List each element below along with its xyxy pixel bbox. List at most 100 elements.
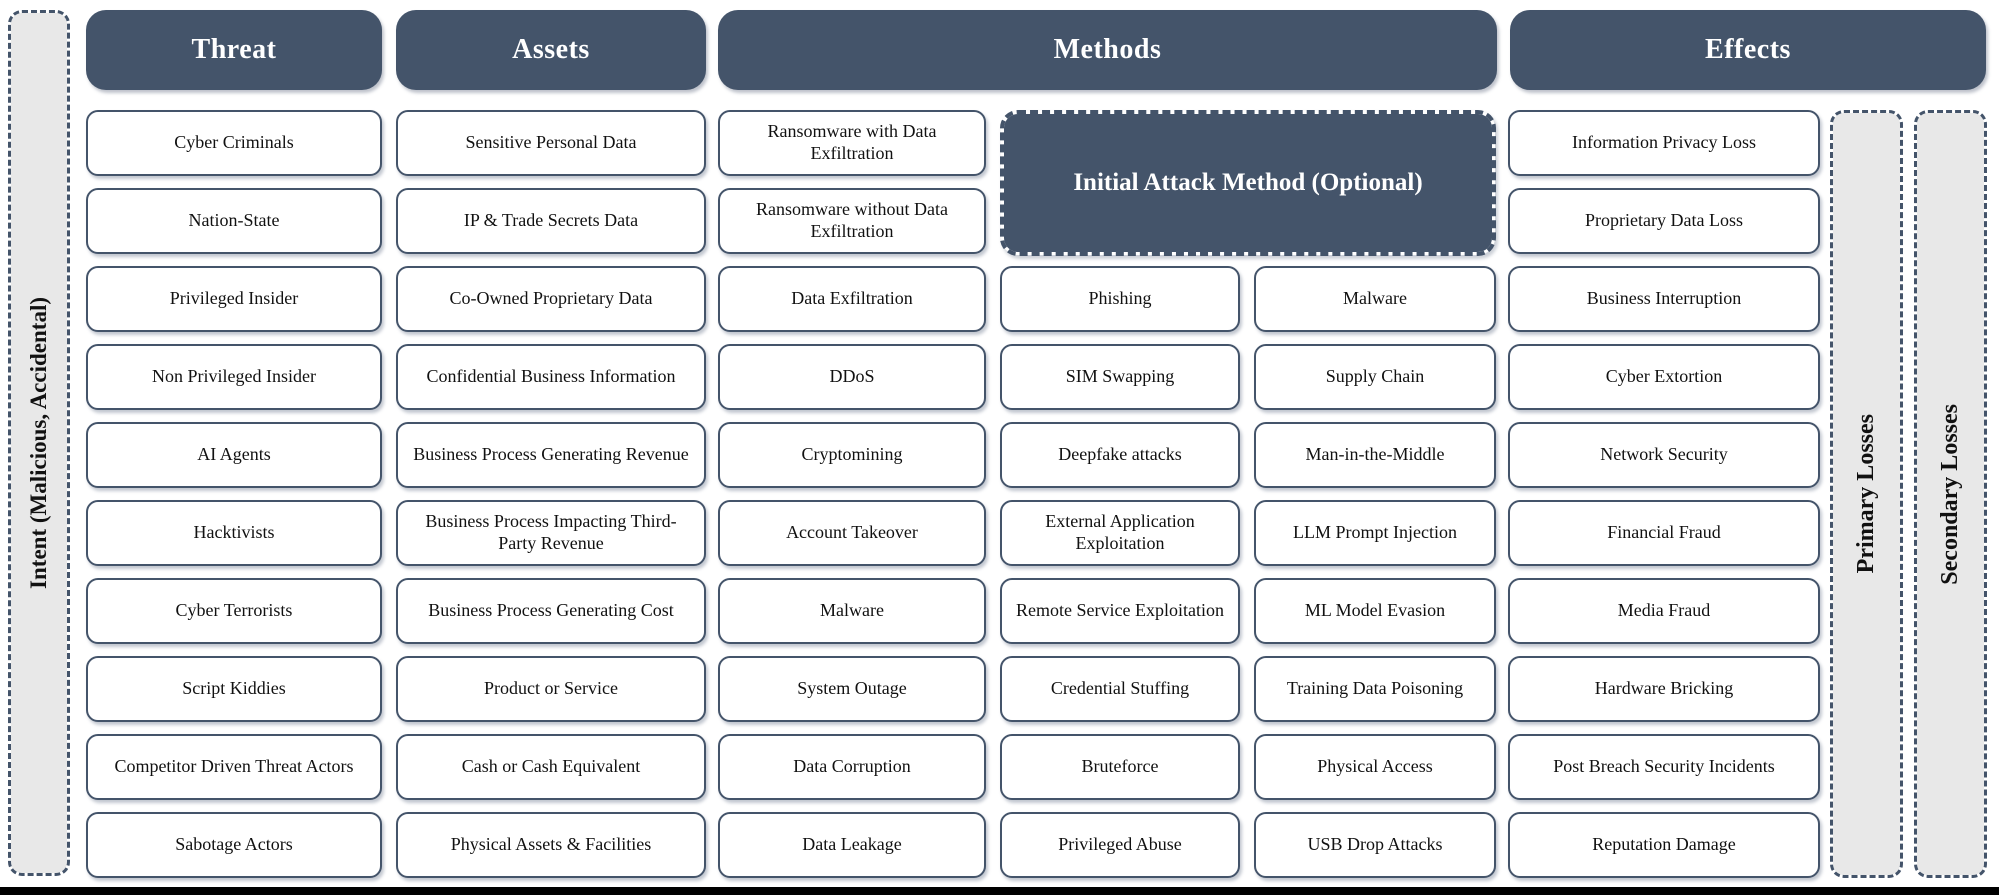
effect-item: Hardware Bricking [1508,656,1820,722]
effect-item: Financial Fraud [1508,500,1820,566]
asset-item: Physical Assets & Facilities [396,812,706,878]
asset-item-label: Physical Assets & Facilities [450,834,652,855]
method-item: Ransomware with Data Exfiltration [718,110,986,176]
asset-item: Business Process Generating Cost [396,578,706,644]
effect-item: Business Interruption [1508,266,1820,332]
threat-item-label: Nation-State [188,210,280,231]
method-item-label: System Outage [797,678,907,699]
initial-attack-item: USB Drop Attacks [1254,812,1496,878]
threat-item-label: Sabotage Actors [175,834,293,855]
method-item: Account Takeover [718,500,986,566]
initial-attack-item-label: Supply Chain [1325,366,1425,387]
effect-item: Cyber Extortion [1508,344,1820,410]
method-item: DDoS [718,344,986,410]
threat-item: Non Privileged Insider [86,344,382,410]
effect-item-label: Post Breach Security Incidents [1553,756,1775,777]
threat-item-label: Competitor Driven Threat Actors [114,756,354,777]
initial-attack-item: External Application Exploitation [1000,500,1240,566]
threat-item: Sabotage Actors [86,812,382,878]
initial-attack-item-label: Training Data Poisoning [1286,678,1464,699]
method-item: Malware [718,578,986,644]
threat-item-label: Non Privileged Insider [152,366,316,387]
method-item-label: Malware [820,600,884,621]
threat-item-label: Privileged Insider [169,288,299,309]
threat-item: Nation-State [86,188,382,254]
effect-item-label: Reputation Damage [1592,834,1736,855]
intent-strip: Intent (Malicious, Accidental) [8,10,70,876]
assets-column: Sensitive Personal Data IP & Trade Secre… [396,110,706,878]
asset-item: Business Process Impacting Third-Party R… [396,500,706,566]
asset-item: Cash or Cash Equivalent [396,734,706,800]
primary-losses-strip: Primary Losses [1830,110,1903,878]
effect-item-label: Proprietary Data Loss [1585,210,1743,231]
asset-item: Sensitive Personal Data [396,110,706,176]
method-item-label: Data Corruption [793,756,911,777]
threat-item: Cyber Terrorists [86,578,382,644]
threat-item-label: Script Kiddies [182,678,286,699]
primary-losses-label: Primary Losses [1853,414,1879,574]
asset-item: Co-Owned Proprietary Data [396,266,706,332]
initial-attack-item: Deepfake attacks [1000,422,1240,488]
asset-item-label: Cash or Cash Equivalent [461,756,641,777]
initial-attack-item-label: Malware [1343,288,1407,309]
initial-attack-item: Privileged Abuse [1000,812,1240,878]
effect-item: Proprietary Data Loss [1508,188,1820,254]
initial-attack-item: Credential Stuffing [1000,656,1240,722]
effects-column: Information Privacy Loss Proprietary Dat… [1508,110,1820,878]
asset-item-label: Sensitive Personal Data [465,132,637,153]
initial-attack-item: Malware [1254,266,1496,332]
initial-attack-method-box: Initial Attack Method (Optional) [1000,110,1496,256]
effect-item: Post Breach Security Incidents [1508,734,1820,800]
bottom-border-bar [0,887,1999,895]
initial-attack-item-label: SIM Swapping [1065,366,1175,387]
effect-item-label: Financial Fraud [1607,522,1721,543]
method-item: Cryptomining [718,422,986,488]
method-item-label: Account Takeover [786,522,918,543]
method-item: Data Leakage [718,812,986,878]
method-item-label: Cryptomining [801,444,903,465]
initial-attack-item: SIM Swapping [1000,344,1240,410]
asset-item-label: Business Process Generating Cost [428,600,674,621]
threat-item: Cyber Criminals [86,110,382,176]
effects-header: Effects [1510,10,1986,90]
method-item-label: Ransomware without Data Exfiltration [756,199,948,241]
initial-attack-item-label: Privileged Abuse [1058,834,1182,855]
method-item-label: Data Exfiltration [791,288,913,309]
effect-item: Network Security [1508,422,1820,488]
asset-item-label: Co-Owned Proprietary Data [449,288,653,309]
threat-item: Script Kiddies [86,656,382,722]
threat-item-label: AI Agents [197,444,271,465]
initial-attack-item-label: Bruteforce [1081,756,1159,777]
asset-item-label: Business Process Generating Revenue [413,444,689,465]
initial-attack-item: Phishing [1000,266,1240,332]
asset-item: Confidential Business Information [396,344,706,410]
initial-attack-item: Man-in-the-Middle [1254,422,1496,488]
asset-item: Product or Service [396,656,706,722]
intent-label: Intent (Malicious, Accidental) [26,297,51,589]
initial-attack-item-label: Phishing [1088,288,1152,309]
initial-attack-item: Supply Chain [1254,344,1496,410]
effect-item-label: Hardware Bricking [1594,678,1734,699]
initial-attack-item-label: External Application Exploitation [1045,511,1195,553]
initial-attack-item: Bruteforce [1000,734,1240,800]
initial-attack-item-label: Credential Stuffing [1050,678,1190,699]
asset-item: Business Process Generating Revenue [396,422,706,488]
effect-item: Information Privacy Loss [1508,110,1820,176]
initial-attack-item-label: USB Drop Attacks [1307,834,1443,855]
initial-attack-item: Remote Service Exploitation [1000,578,1240,644]
method-item-label: Ransomware with Data Exfiltration [767,121,937,163]
effect-item: Reputation Damage [1508,812,1820,878]
asset-item-label: Confidential Business Information [426,366,676,387]
initial-attack-item: LLM Prompt Injection [1254,500,1496,566]
threat-header: Threat [86,10,382,90]
methods-column: Ransomware with Data Exfiltration Ransom… [718,110,986,878]
secondary-losses-label: Secondary Losses [1937,403,1963,585]
method-item: Data Exfiltration [718,266,986,332]
asset-item-label: IP & Trade Secrets Data [463,210,639,231]
initial-attack-item-label: Physical Access [1317,756,1433,777]
effect-item: Media Fraud [1508,578,1820,644]
method-item: System Outage [718,656,986,722]
method-item-label: DDoS [829,366,875,387]
initial-attack-item-label: ML Model Evasion [1304,600,1446,621]
